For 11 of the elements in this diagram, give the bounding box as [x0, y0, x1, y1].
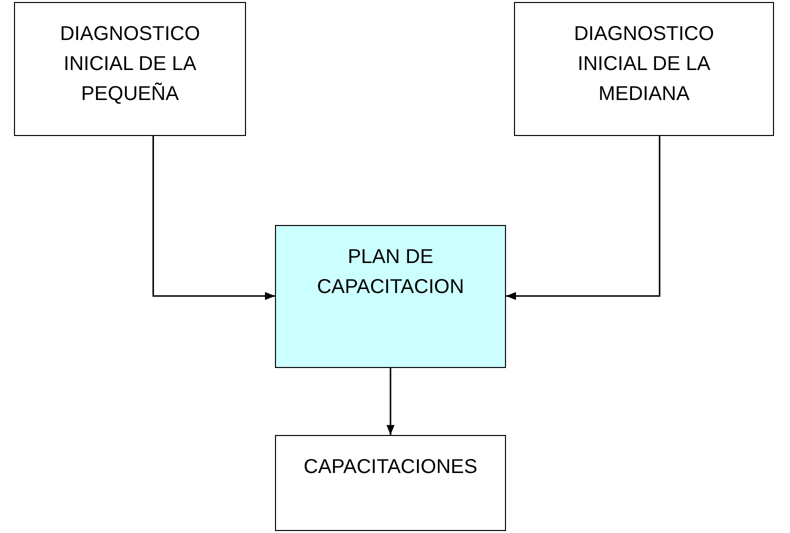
box-label: PLAN DE CAPACITACION	[316, 245, 466, 300]
process-box	[14, 2, 246, 136]
arrow	[386, 368, 394, 435]
process-box	[514, 2, 774, 136]
process-box	[275, 435, 506, 531]
box-label: CAPACITACIONES	[304, 455, 478, 480]
arrow	[506, 136, 660, 300]
arrow	[152, 136, 275, 300]
process-box	[275, 225, 506, 368]
box-label: DIAGNOSTICO INICIAL DE LA PEQUEÑA	[58, 22, 201, 107]
box-label: DIAGNOSTICO INICIAL DE LA MEDIANA	[572, 22, 715, 107]
